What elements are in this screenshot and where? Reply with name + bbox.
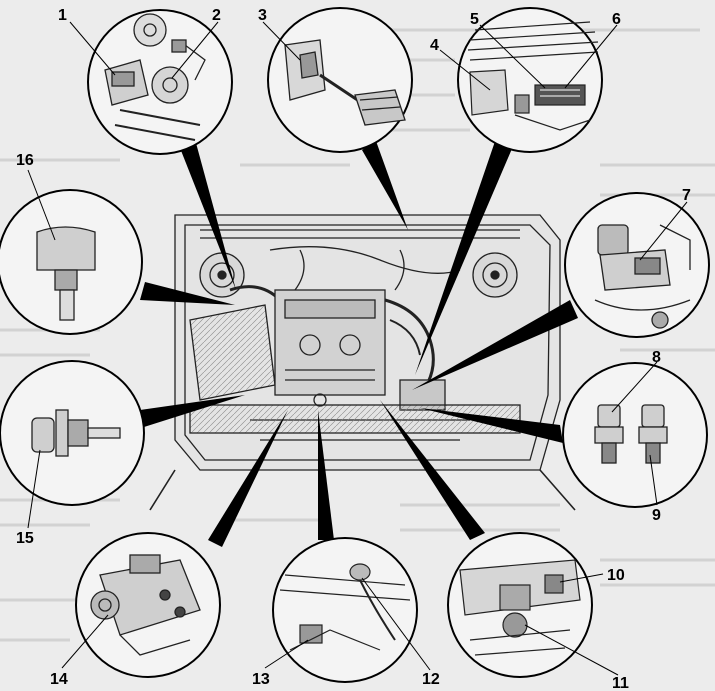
detail-bubble-parts-12-13	[272, 537, 418, 683]
callout-14: 14	[50, 671, 68, 688]
detail-bubble-sensor-7	[564, 192, 710, 338]
callout-12: 12	[422, 671, 440, 688]
callout-9: 9	[652, 507, 661, 524]
callout-numbers: 1 2 3 4 5 6 7 8 9 10 11 12 13 14 15 16	[16, 7, 691, 691]
callout-4: 4	[430, 37, 439, 54]
detail-bubble-ecu-4-5-6	[457, 7, 603, 153]
callout-16: 16	[16, 152, 34, 169]
detail-bubble-pedal-3	[267, 7, 413, 153]
callout-1: 1	[58, 7, 67, 24]
detail-bubble-pump-14	[75, 532, 221, 678]
callout-7: 7	[682, 187, 691, 204]
callout-8: 8	[652, 349, 661, 366]
detail-bubble-parts-10-11	[447, 532, 593, 678]
callout-5: 5	[470, 11, 479, 28]
detail-bubble-sensor-16	[0, 189, 143, 335]
callout-2: 2	[212, 7, 221, 24]
callout-13: 13	[252, 671, 270, 688]
callout-15: 15	[16, 530, 34, 547]
leader-wedges	[140, 118, 578, 547]
engine-bay	[149, 214, 576, 511]
callout-leaders	[27, 21, 688, 676]
detail-bubble-sensor-15	[0, 360, 145, 506]
detail-bubble-sensors-1-2	[87, 9, 233, 155]
callout-10: 10	[607, 567, 625, 584]
callout-6: 6	[612, 11, 621, 28]
callout-3: 3	[258, 7, 267, 24]
callout-11: 11	[612, 675, 629, 691]
detail-bubble-sensors-8-9	[562, 362, 708, 508]
